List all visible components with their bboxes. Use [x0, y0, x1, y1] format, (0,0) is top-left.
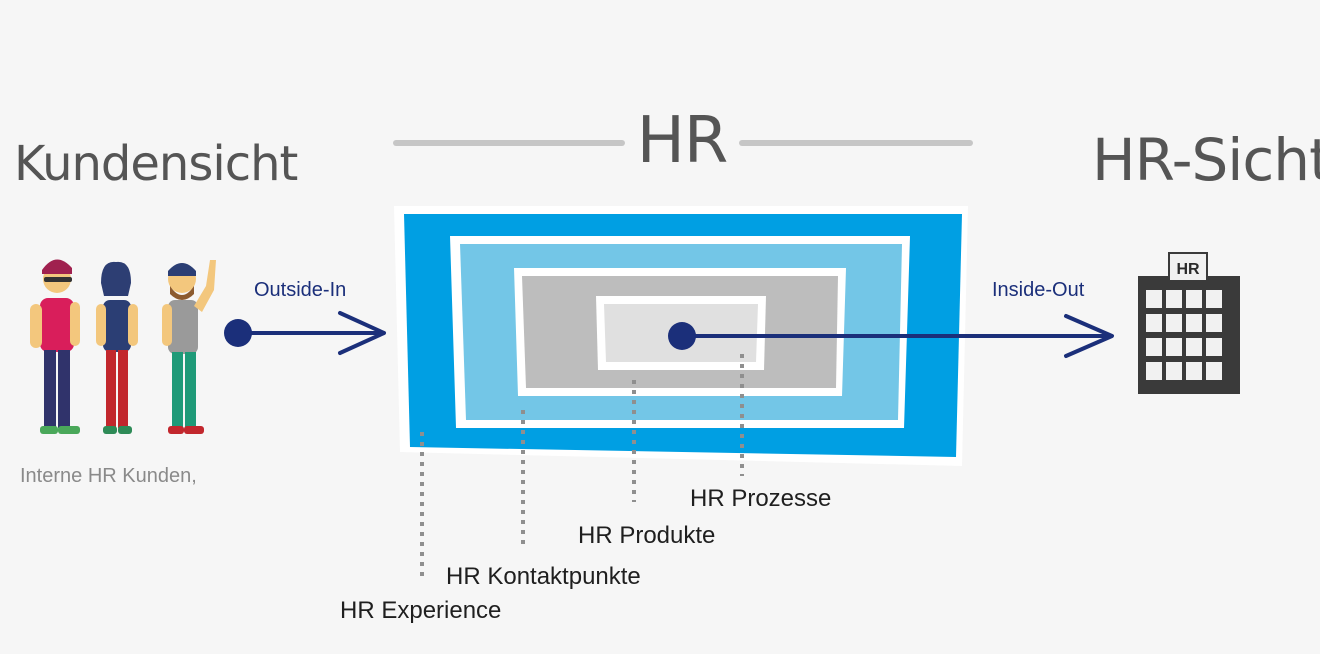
- inside-out-arrow: Inside-Out: [668, 279, 1114, 358]
- building-sign-background: [1170, 254, 1206, 280]
- person-1-left-shoe: [40, 426, 58, 434]
- person-2-left-arm: [96, 304, 106, 346]
- building-window: [1166, 290, 1182, 308]
- person-2-left-shoe: [103, 426, 117, 434]
- customers-illustration: [30, 259, 216, 434]
- left-subtitle: Interne HR Kunden,: [20, 465, 197, 487]
- person-2-hair: [101, 261, 131, 296]
- person-3-left-shoe: [168, 426, 184, 434]
- inside-out-label: Inside-Out: [992, 279, 1085, 301]
- outside-in-arrowhead: [338, 311, 386, 355]
- kontaktpunkte-label: HR Kontaktpunkte: [446, 563, 641, 590]
- person-1-left-arm: [30, 304, 42, 348]
- person-1-hair: [42, 259, 72, 274]
- person-1-right-shoe: [58, 426, 80, 434]
- building-window: [1146, 338, 1162, 356]
- building-window: [1206, 362, 1222, 380]
- person-1-right-arm: [70, 302, 80, 346]
- building-window: [1166, 314, 1182, 332]
- building-window: [1146, 290, 1162, 308]
- outside-in-dot: [224, 319, 252, 347]
- outside-in-arrow: Outside-In: [224, 279, 386, 355]
- person-2-right-leg: [118, 350, 128, 428]
- building-window: [1186, 290, 1202, 308]
- building-window: [1166, 338, 1182, 356]
- building-icon: HR: [1138, 252, 1240, 394]
- person-3-right-leg: [185, 352, 196, 428]
- building-window: [1146, 362, 1162, 380]
- building-window: [1186, 362, 1202, 380]
- person-1-glasses: [44, 277, 72, 282]
- building-window: [1146, 314, 1162, 332]
- person-3-beard: [170, 286, 194, 300]
- experience-label: HR Experience: [340, 597, 501, 624]
- person-1-shirt: [40, 298, 74, 352]
- building-window: [1186, 314, 1202, 332]
- right-title: HR-Sicht: [1092, 126, 1320, 194]
- person-1-right-leg: [58, 350, 70, 428]
- building-window: [1186, 338, 1202, 356]
- person-3-right-shoe: [184, 426, 204, 434]
- inside-out-dot: [668, 322, 696, 350]
- left-title: Kundensicht: [14, 136, 298, 192]
- person-3-hair: [168, 263, 196, 276]
- person-1: [30, 259, 80, 434]
- outside-in-label: Outside-In: [254, 279, 346, 301]
- building-window: [1166, 362, 1182, 380]
- person-2-top: [103, 300, 131, 352]
- person-3-left-arm: [162, 304, 172, 346]
- person-3-shirt: [168, 300, 198, 354]
- person-3-left-leg: [172, 352, 183, 428]
- building-sign: HR: [1176, 261, 1200, 278]
- inside-out-arrowhead: [1064, 314, 1114, 358]
- person-1-left-leg: [44, 350, 56, 428]
- person-2: [96, 261, 138, 434]
- building-window: [1206, 314, 1222, 332]
- building-window: [1206, 290, 1222, 308]
- person-3: [162, 260, 216, 434]
- produkte-label: HR Produkte: [578, 522, 715, 549]
- building-window: [1206, 338, 1222, 356]
- prozesse-label: HR Prozesse: [690, 485, 831, 512]
- person-2-left-leg: [106, 350, 116, 428]
- building-windows: [1146, 290, 1222, 380]
- person-3-raised-arm: [194, 260, 216, 312]
- person-2-right-arm: [128, 304, 138, 346]
- center-title: HR: [637, 104, 728, 178]
- person-2-right-shoe: [118, 426, 132, 434]
